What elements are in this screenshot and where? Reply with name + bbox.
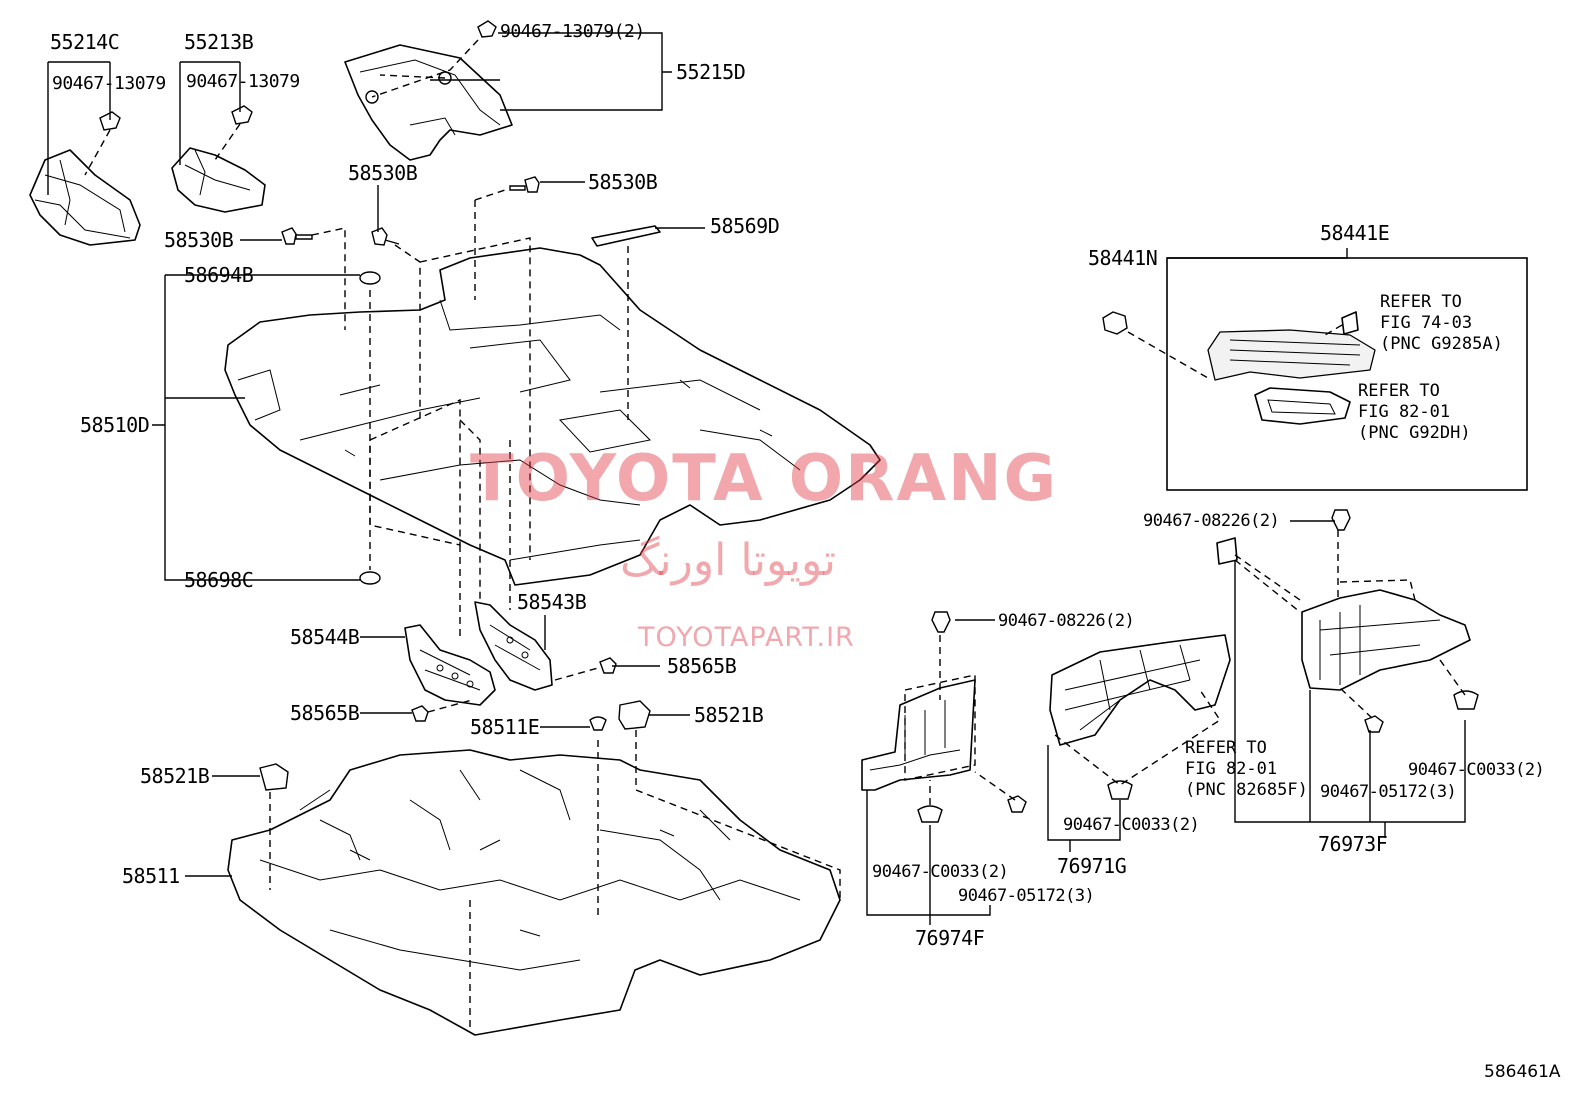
- refer-line: FIG 82-01: [1185, 759, 1278, 779]
- dashed-guides: [84, 39, 1466, 1030]
- label-55215D: 55215D: [676, 60, 746, 84]
- watermark-url: TOYOTAPART.IR: [638, 622, 855, 653]
- refer-line: (PNC G92DH): [1358, 423, 1471, 443]
- refer-line: (PNC G9285A): [1380, 334, 1503, 354]
- part-58510D-carpet: [224, 247, 881, 586]
- label-58510D: 58510D: [80, 413, 150, 437]
- part-55215D-shape: [344, 44, 513, 161]
- label-58521B-b: 58521B: [140, 764, 210, 788]
- label-90467-C0033-2-a: 90467-C0033(2): [1063, 815, 1200, 835]
- label-58543B: 58543B: [517, 590, 587, 614]
- label-58530B-b: 58530B: [588, 170, 658, 194]
- refer-line: REFER TO: [1358, 381, 1440, 401]
- refer-line: FIG 74-03: [1380, 313, 1473, 333]
- part-58569D-shape: [591, 225, 661, 247]
- watermark-persian: تویوتا اورنگ: [620, 535, 836, 586]
- label-58521B-a: 58521B: [694, 703, 764, 727]
- label-90467-C0033-2-c: 90467-C0033(2): [872, 862, 1009, 882]
- label-58544B: 58544B: [290, 625, 360, 649]
- part-58511-floor: [227, 749, 841, 1036]
- part-58544B-shape: [404, 624, 496, 706]
- refer-line: REFER TO: [1380, 292, 1462, 312]
- refer-note-fig-82-01-b: REFER TO FIG 82-01 (PNC 82685F): [1185, 738, 1308, 801]
- label-90467-13079-b: 90467-13079: [186, 71, 300, 92]
- watermark-brand: TOYOTA ORANG: [470, 442, 1059, 516]
- label-76971G: 76971G: [1057, 854, 1127, 878]
- part-55213B-shape: [171, 147, 266, 213]
- part-76973F-shape: [1216, 509, 1479, 733]
- part-76974F-shape: [861, 611, 1027, 823]
- refer-line: FIG 82-01: [1358, 402, 1451, 422]
- label-58511E: 58511E: [470, 715, 540, 739]
- label-58441E: 58441E: [1320, 221, 1390, 245]
- label-90467-13079-2: 90467-13079(2): [500, 21, 645, 42]
- label-55213B: 55213B: [184, 30, 254, 54]
- label-90467-C0033-2-b: 90467-C0033(2): [1408, 760, 1545, 780]
- label-90467-05172-3-b: 90467-05172(3): [958, 886, 1095, 906]
- label-58698C: 58698C: [184, 568, 254, 592]
- label-76974F: 76974F: [915, 926, 985, 950]
- label-58441N: 58441N: [1088, 246, 1158, 270]
- label-58530B-c: 58530B: [164, 228, 234, 252]
- refer-line: (PNC 82685F): [1185, 780, 1308, 800]
- label-90467-13079-a: 90467-13079: [52, 73, 166, 94]
- fastener-icons: [99, 20, 651, 791]
- clip-58441N-icon: [1102, 311, 1128, 335]
- label-90467-08226-2-b: 90467-08226(2): [998, 611, 1135, 631]
- part-58543B-shape: [474, 601, 553, 691]
- refer-line: REFER TO: [1185, 738, 1267, 758]
- part-55214C-shape: [29, 149, 141, 246]
- label-90467-08226-2-a: 90467-08226(2): [1143, 511, 1280, 531]
- label-90467-05172-3-a: 90467-05172(3): [1320, 782, 1457, 802]
- label-55214C: 55214C: [50, 30, 120, 54]
- part-58441E-shapes: [1207, 311, 1376, 425]
- label-58511: 58511: [122, 864, 180, 888]
- label-58530B-a: 58530B: [348, 161, 418, 185]
- figure-id: 586461A: [1484, 1062, 1561, 1082]
- leader-lines: [47, 32, 1466, 925]
- label-58694B: 58694B: [184, 263, 254, 287]
- label-76973F: 76973F: [1318, 832, 1388, 856]
- label-58569D: 58569D: [710, 214, 780, 238]
- label-58565B-a: 58565B: [667, 654, 737, 678]
- label-58565B-b: 58565B: [290, 701, 360, 725]
- refer-note-fig-74-03: REFER TO FIG 74-03 (PNC G9285A): [1380, 292, 1503, 355]
- refer-note-fig-82-01-a: REFER TO FIG 82-01 (PNC G92DH): [1358, 381, 1471, 444]
